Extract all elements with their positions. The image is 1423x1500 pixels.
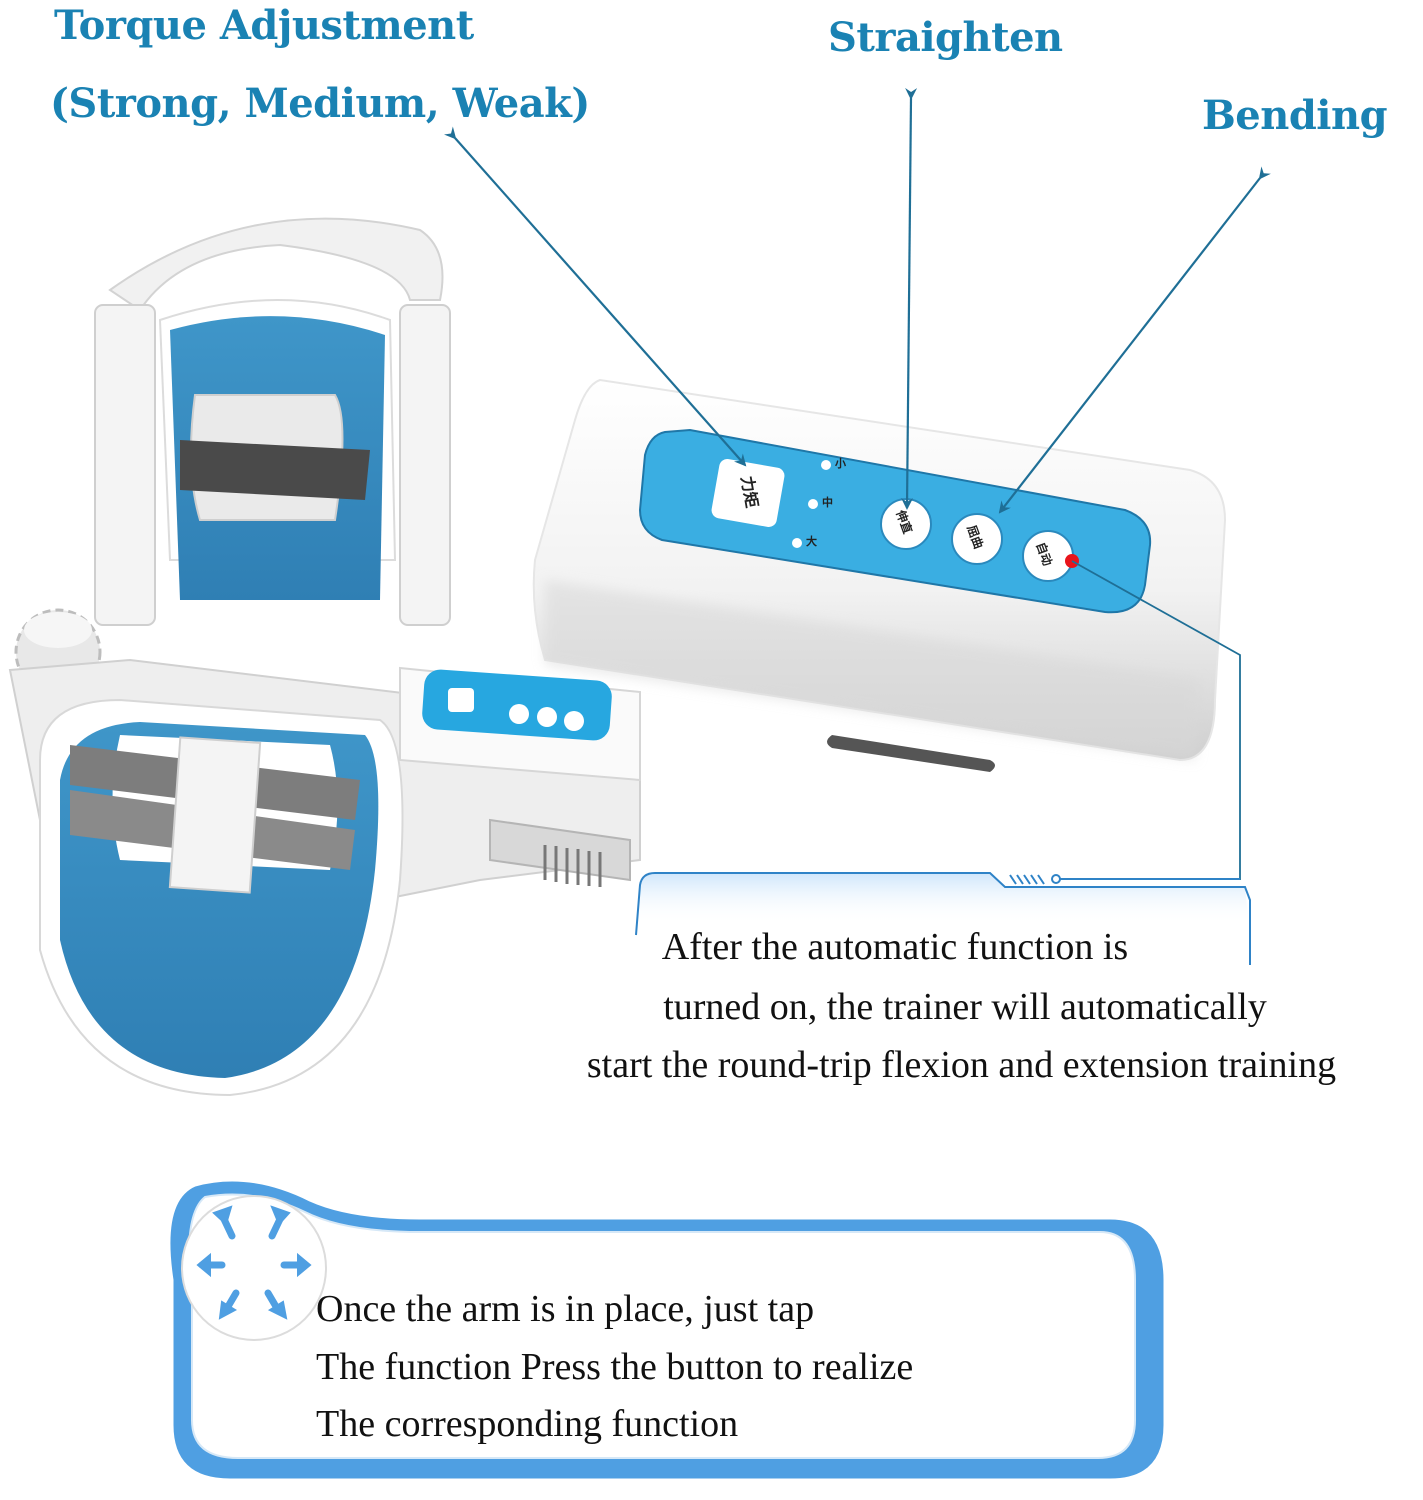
level-strong-label: 大: [806, 535, 817, 548]
auto-leader-line: [1071, 560, 1241, 880]
auto-description-line: turned on, the trainer will automaticall…: [663, 986, 1267, 1028]
torque-button[interactable]: 力矩: [737, 474, 762, 510]
torque-arrow: [443, 126, 747, 467]
straighten-label: Straighten: [828, 14, 1063, 61]
level-weak-label: 小: [835, 457, 846, 470]
torque-levels-label: (Strong, Medium, Weak): [50, 80, 590, 127]
auto-description-line: start the round-trip flexion and extensi…: [586, 1044, 1337, 1086]
tip-line: The function Press the button to realize: [316, 1346, 914, 1388]
tip-line: The corresponding function: [316, 1403, 739, 1445]
auto-description-line: After the automatic function is: [661, 926, 1129, 968]
expand-arrows-icon: [196, 1205, 312, 1320]
level-medium-label: 中: [822, 496, 833, 509]
bending-arrow: [998, 166, 1271, 514]
bending-label: Bending: [1202, 92, 1388, 139]
tip-line: Once the arm is in place, just tap: [316, 1288, 815, 1330]
callout-arrows: [443, 87, 1271, 880]
straighten-arrow: [901, 87, 918, 510]
tip-box-frame: [167, 1178, 1167, 1482]
auto-description-frame: [635, 872, 1251, 1020]
knee-brace: [8, 217, 641, 1097]
torque-adjustment-label: Torque Adjustment: [54, 2, 474, 49]
expand-arrows-icon-bg: [181, 1195, 327, 1341]
